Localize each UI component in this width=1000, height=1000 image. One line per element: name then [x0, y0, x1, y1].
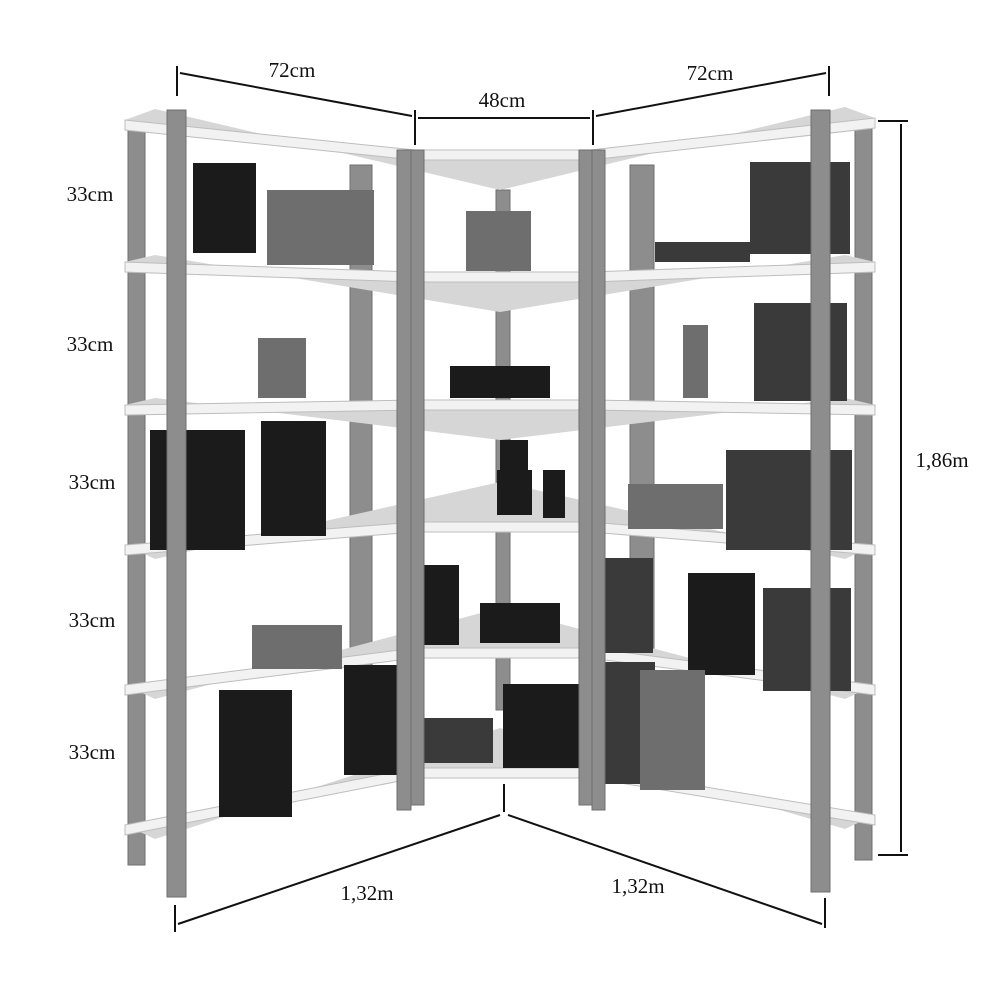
label-top-left-width: 72cm	[269, 58, 316, 82]
post-center-left-b	[410, 149, 425, 806]
book	[193, 163, 256, 253]
post-center-right-a	[578, 149, 593, 806]
dim-line-top-right	[595, 72, 827, 117]
decor-figure	[258, 338, 306, 398]
book-row	[421, 565, 459, 645]
dim-line-top-left	[179, 72, 413, 117]
book-stack	[423, 718, 493, 763]
dimension-lines	[174, 66, 908, 932]
book-artwork	[267, 190, 374, 265]
book-row	[750, 162, 850, 254]
label-shelf-height: 33cm	[67, 332, 114, 356]
book-row	[601, 558, 653, 653]
book-row	[503, 684, 580, 768]
book-row	[726, 450, 852, 550]
label-top-center-width: 48cm	[479, 88, 526, 112]
book-stack	[655, 242, 750, 262]
label-shelf-height: 33cm	[67, 182, 114, 206]
shelf-surface	[125, 107, 875, 190]
book-stack	[450, 366, 550, 398]
label-shelf-height: 33cm	[69, 740, 116, 764]
shelf-surface	[125, 728, 875, 839]
post-left-front	[166, 109, 187, 898]
label-bottom-right-length: 1,32m	[611, 874, 664, 898]
decor-arch	[466, 211, 531, 271]
book-row	[150, 430, 245, 550]
label-shelf-height: 33cm	[69, 608, 116, 632]
book	[219, 690, 292, 817]
decor-statue	[683, 325, 708, 398]
label-total-height: 1,86m	[915, 448, 968, 472]
dim-line-bottom-left	[177, 814, 501, 925]
book	[261, 421, 326, 536]
label-bottom-left-length: 1,32m	[340, 881, 393, 905]
back-posts	[127, 124, 873, 866]
shelf-surface	[125, 482, 875, 559]
book-box-set	[688, 573, 755, 675]
shelf-board	[124, 117, 876, 161]
label-shelf-height: 33cm	[69, 470, 116, 494]
label-top-right-width: 72cm	[687, 61, 734, 85]
decor-vase	[497, 440, 532, 515]
post-right-front	[810, 109, 831, 893]
decor-armadillo	[252, 625, 342, 669]
post-center-right-b	[591, 149, 606, 811]
post-center-left-a	[396, 149, 412, 811]
book	[640, 670, 705, 790]
post-right-back	[854, 124, 873, 861]
book-row	[763, 588, 851, 691]
shelf-items	[150, 162, 852, 817]
post-left-back	[127, 124, 146, 866]
book-stack	[628, 484, 723, 529]
shelf-board	[124, 261, 876, 283]
book-row	[754, 303, 847, 401]
front-posts	[166, 109, 831, 898]
dim-line-bottom-right	[507, 814, 823, 925]
shelf-board	[124, 399, 876, 416]
book-box-set	[344, 665, 402, 775]
book-stack	[480, 603, 560, 643]
decor-vase-small	[543, 470, 565, 518]
